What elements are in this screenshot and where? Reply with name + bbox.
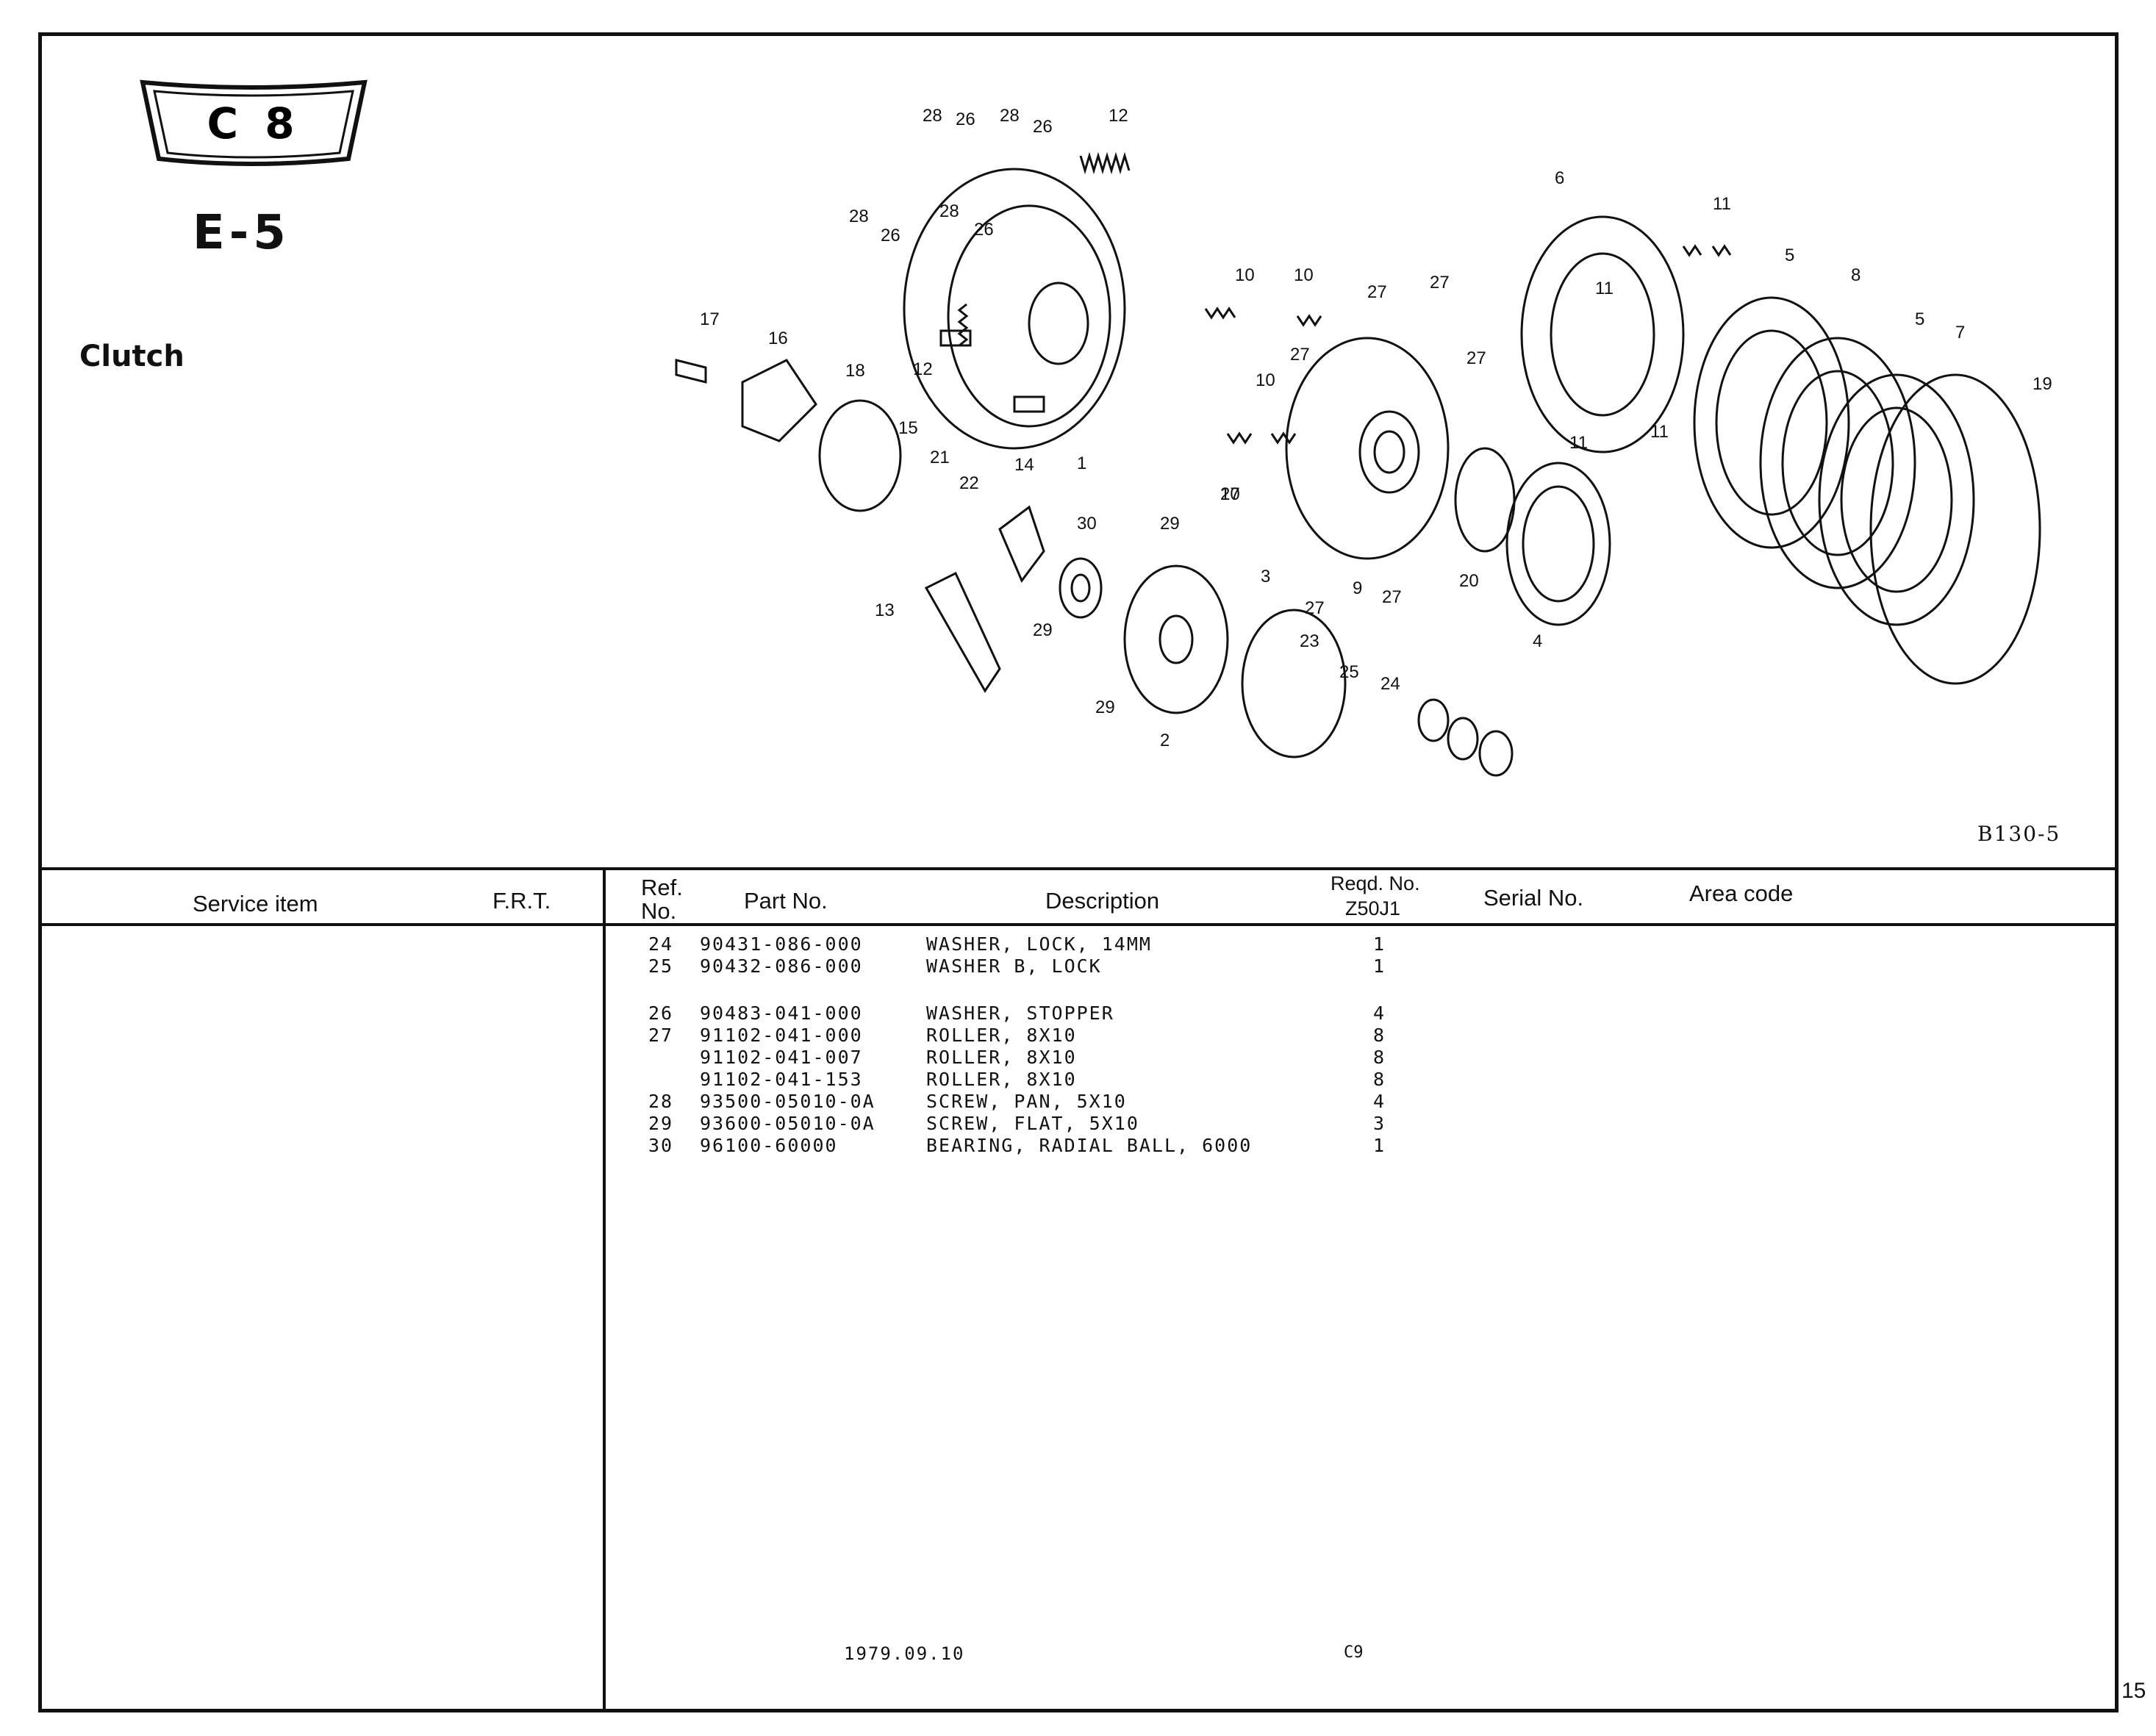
svg-text:14: 14 bbox=[1014, 455, 1034, 475]
svg-text:27: 27 bbox=[1305, 598, 1325, 618]
svg-text:5: 5 bbox=[1915, 309, 1924, 329]
svg-text:11: 11 bbox=[1713, 194, 1731, 214]
svg-text:26: 26 bbox=[1033, 117, 1053, 137]
spring-parts bbox=[957, 151, 1732, 445]
svg-text:9: 9 bbox=[1353, 578, 1362, 598]
svg-text:13: 13 bbox=[875, 600, 895, 620]
clutch-center-part bbox=[1285, 337, 1450, 560]
column-divider bbox=[603, 867, 606, 1712]
svg-text:27: 27 bbox=[1367, 282, 1387, 302]
svg-text:19: 19 bbox=[2033, 374, 2052, 394]
svg-text:8: 8 bbox=[1851, 265, 1860, 285]
svg-text:29: 29 bbox=[1033, 620, 1053, 640]
page-code: C9 bbox=[1344, 1643, 1364, 1662]
svg-text:27: 27 bbox=[1290, 345, 1310, 365]
page-number: 15 bbox=[2121, 1679, 2146, 1703]
svg-text:21: 21 bbox=[930, 448, 950, 467]
cover-part bbox=[1123, 564, 1229, 714]
header-service-item: Service item bbox=[193, 891, 318, 917]
svg-text:2: 2 bbox=[1160, 731, 1170, 750]
svg-text:20: 20 bbox=[1459, 571, 1479, 591]
svg-text:1: 1 bbox=[1077, 453, 1086, 473]
header-reqd-line1: Reqd. No. bbox=[1331, 872, 1420, 894]
svg-text:27: 27 bbox=[1430, 273, 1450, 293]
issue-date: 1979.09.10 bbox=[844, 1643, 965, 1664]
svg-text:28: 28 bbox=[1000, 106, 1020, 126]
clutch-plate-part bbox=[1520, 215, 1685, 453]
clutch-outer-part bbox=[903, 168, 1126, 450]
badge-code: C 8 bbox=[207, 98, 300, 148]
svg-text:12: 12 bbox=[1109, 106, 1128, 126]
section-code: E-5 bbox=[193, 206, 290, 260]
svg-text:15: 15 bbox=[898, 418, 918, 438]
header-reqd-line2: Z50J1 bbox=[1345, 897, 1401, 919]
svg-text:7: 7 bbox=[1955, 323, 1965, 342]
table-header-rule bbox=[38, 923, 2119, 926]
svg-text:18: 18 bbox=[845, 361, 865, 381]
svg-text:22: 22 bbox=[959, 473, 979, 493]
svg-text:11: 11 bbox=[1595, 279, 1614, 298]
svg-text:11: 11 bbox=[1650, 422, 1669, 442]
svg-text:11: 11 bbox=[1569, 433, 1588, 453]
svg-text:10: 10 bbox=[1294, 265, 1314, 285]
svg-text:24: 24 bbox=[1380, 674, 1400, 694]
svg-text:29: 29 bbox=[1160, 514, 1180, 534]
part-labels: 28 26 28 26 12 28 26 28 26 10 6 11 11 5 … bbox=[700, 106, 2052, 750]
svg-text:30: 30 bbox=[1077, 514, 1097, 534]
svg-text:26: 26 bbox=[956, 110, 975, 129]
svg-text:10: 10 bbox=[1220, 484, 1240, 504]
svg-text:27: 27 bbox=[1466, 348, 1486, 368]
svg-text:27: 27 bbox=[1382, 587, 1402, 607]
svg-text:27: 27 bbox=[1220, 484, 1240, 504]
svg-text:25: 25 bbox=[1339, 662, 1359, 682]
header-description: Description bbox=[1045, 888, 1160, 914]
svg-text:28: 28 bbox=[849, 207, 869, 226]
header-frt: F.R.T. bbox=[493, 888, 551, 914]
figure-code: B130-5 bbox=[1977, 822, 2061, 846]
svg-text:17: 17 bbox=[700, 309, 720, 329]
svg-text:16: 16 bbox=[768, 329, 788, 348]
svg-text:26: 26 bbox=[881, 226, 900, 245]
section-badge: C 8 bbox=[140, 79, 368, 166]
svg-text:10: 10 bbox=[1256, 370, 1275, 390]
svg-text:28: 28 bbox=[923, 106, 942, 126]
svg-text:23: 23 bbox=[1300, 631, 1319, 651]
header-serial-no: Serial No. bbox=[1483, 885, 1584, 911]
gear-part bbox=[1505, 462, 1611, 626]
page-frame bbox=[38, 32, 2119, 1712]
svg-text:29: 29 bbox=[1095, 697, 1115, 717]
header-ref-line2: No. bbox=[641, 898, 677, 924]
svg-text:6: 6 bbox=[1555, 168, 1564, 188]
svg-text:26: 26 bbox=[974, 220, 994, 240]
header-part-no: Part No. bbox=[744, 888, 828, 914]
svg-text:3: 3 bbox=[1261, 567, 1270, 587]
svg-text:4: 4 bbox=[1533, 631, 1542, 651]
svg-text:5: 5 bbox=[1785, 245, 1794, 265]
svg-text:12: 12 bbox=[913, 359, 933, 379]
exploded-diagram: 28 26 28 26 12 28 26 28 26 10 6 11 11 5 … bbox=[675, 106, 2052, 777]
svg-text:10: 10 bbox=[1235, 265, 1255, 285]
table-top-rule bbox=[38, 867, 2119, 870]
svg-text:28: 28 bbox=[939, 201, 959, 221]
header-ref-line1: Ref. bbox=[641, 875, 683, 900]
header-area-code: Area code bbox=[1689, 880, 1794, 906]
section-title: Clutch bbox=[79, 340, 185, 373]
